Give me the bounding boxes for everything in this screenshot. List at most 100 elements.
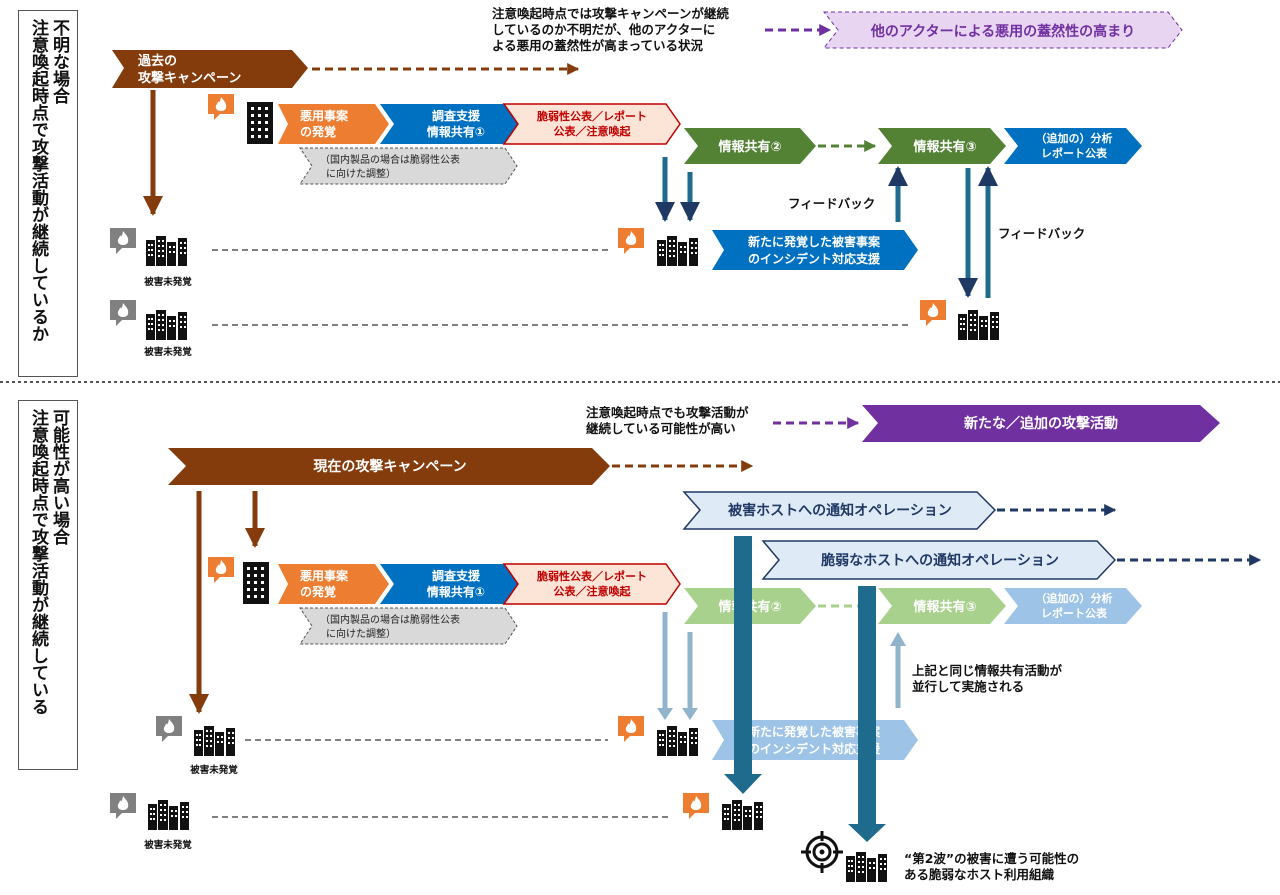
undiscovered-label-1: 被害未発覚 [144, 277, 192, 288]
second-wave-line1: “第2波”の被害に遭う可能性の [904, 851, 1080, 866]
past-campaign-banner [112, 50, 308, 88]
orange-flame-icon [618, 716, 644, 742]
upper-section-label-line2: 不明な場合 [49, 19, 69, 104]
tower-building-icon [243, 562, 269, 604]
vuln-disclosure-text2: 公表／注意喚起 [554, 584, 632, 598]
gray-flame-icon [110, 228, 136, 254]
feedback-label-2: フィードバック [998, 226, 1086, 241]
speech-flame-icon [208, 94, 234, 120]
building-icon [657, 726, 698, 756]
discovery-chevron [278, 104, 389, 144]
new-attack-banner-text: 新たな／追加の攻撃活動 [964, 415, 1118, 432]
analysis-text1: （追加の）分析 [1036, 131, 1113, 145]
new-victim-text2: のインシデント対応支援 [748, 251, 881, 266]
vuln-disclosure-chevron [502, 563, 681, 605]
orange-flame-icon [920, 300, 946, 326]
building-icon [657, 236, 698, 266]
domestic-note-text2: に向けた調整） [326, 627, 396, 640]
new-victim-text1: 新たに発覚した被害事案 [748, 234, 881, 249]
other-actor-banner-text: 他のアクターによる悪用の蓋然性の高まり [870, 23, 1135, 40]
lower-situation-note: 注意喚起時点でも攻撃活動が 継続している可能性が高い [586, 405, 749, 437]
investigation-chevron [380, 564, 519, 604]
upper-note-line2: しているのか不明だが、他のアクターに [492, 22, 716, 37]
share2-text: 情報共有② [718, 139, 781, 155]
vuln-notify-banner [761, 540, 1117, 580]
undiscovered-label-4: 被害未発覚 [144, 840, 192, 851]
analysis-chevron [1004, 128, 1142, 164]
parallel-note: 上記と同じ情報共有活動が 並行して実施される [912, 663, 1062, 695]
lower-section-label-line2: 可能性が高い場合 [49, 409, 69, 545]
building-icon [846, 852, 887, 882]
vuln-disclosure-text1: 脆弱性公表／レポート [536, 569, 647, 583]
lower-note-line2: 継続している可能性が高い [586, 421, 736, 436]
undiscovered-label-3: 被害未発覚 [190, 765, 238, 776]
investigation-text2: 情報共有① [427, 124, 485, 139]
share3-text: 情報共有③ [913, 599, 976, 615]
domestic-note-box [299, 607, 518, 645]
discovery-text2: の発覚 [300, 124, 336, 139]
new-attack-banner [862, 405, 1220, 442]
past-campaign-text2: 攻撃キャンペーン [138, 70, 241, 86]
speech-flame-icon [208, 557, 234, 583]
vuln-notify-text: 脆弱なホストへの通知オペレーション [820, 552, 1059, 569]
domestic-note-text2: に向けた調整） [326, 167, 396, 180]
gray-flame-icon [156, 716, 182, 742]
upper-section-label: 注意喚起時点で攻撃活動が継続しているか 不明な場合 [18, 10, 78, 377]
orange-flame-icon [618, 228, 644, 254]
lower-note-line1: 注意喚起時点でも攻撃活動が [586, 405, 749, 420]
building-icon [194, 726, 235, 756]
lower-section-label-line1: 注意喚起時点で攻撃活動が継続している [28, 409, 48, 715]
orange-flame-icon [683, 793, 709, 819]
past-campaign-text1: 過去の [137, 53, 177, 69]
victim-notify-banner [682, 491, 997, 530]
victim-notify-text: 被害ホストへの通知オペレーション [728, 502, 952, 519]
building-icon [722, 800, 763, 830]
share3-chevron [878, 128, 1006, 164]
second-wave-note: “第2波”の被害に遭う可能性の ある脆弱なホスト利用組織 [904, 851, 1079, 883]
investigation-text1: 調査支援 [432, 108, 481, 123]
domestic-note-text1: （国内製品の場合は脆弱性公表 [320, 153, 460, 166]
current-campaign-text: 現在の攻撃キャンペーン [313, 458, 466, 475]
building-icon [146, 236, 187, 266]
undiscovered-label-2: 被害未発覚 [144, 347, 192, 358]
tower-building-icon [247, 102, 273, 144]
share2-chevron [684, 128, 816, 164]
second-wave-line2: ある脆弱なホスト利用組織 [904, 867, 1055, 882]
vuln-disclosure-text1: 脆弱性公表／レポート [536, 109, 647, 123]
analysis-chevron [1004, 588, 1142, 624]
upper-note-line3: よる悪用の蓋然性が高まっている状況 [492, 38, 704, 53]
new-victim-text1: 新たに発覚した被害事案 [748, 724, 881, 739]
discovery-text1: 悪用事案 [300, 108, 349, 123]
building-icon [958, 310, 999, 340]
building-icon [148, 800, 189, 830]
analysis-text2: レポート公表 [1041, 146, 1108, 160]
analysis-text2: レポート公表 [1041, 606, 1108, 620]
victim-notify-down-arrow [724, 774, 762, 794]
upper-section-label-line1: 注意喚起時点で攻撃活動が継続しているか [28, 19, 48, 342]
gray-flame-icon [110, 300, 136, 326]
target-icon [801, 831, 843, 873]
vuln-disclosure-chevron [502, 103, 681, 145]
discovery-text1: 悪用事案 [300, 568, 349, 583]
lower-section-label: 注意喚起時点で攻撃活動が継続している 可能性が高い場合 [18, 400, 78, 770]
building-icon [146, 310, 187, 340]
vuln-disclosure-text2: 公表／注意喚起 [554, 124, 632, 138]
vuln-notify-down-arrow [848, 824, 886, 842]
analysis-text1: （追加の）分析 [1036, 591, 1113, 605]
gray-flame-icon [110, 793, 136, 819]
domestic-note-text1: （国内製品の場合は脆弱性公表 [320, 613, 460, 626]
investigation-text2: 情報共有① [427, 584, 485, 599]
domestic-note-box [299, 147, 518, 185]
feedback-label-1: フィードバック [788, 196, 876, 211]
investigation-chevron [380, 104, 519, 144]
parallel-note-line1: 上記と同じ情報共有活動が [912, 663, 1063, 678]
discovery-chevron [278, 564, 389, 604]
current-campaign-banner [168, 448, 610, 485]
upper-situation-note: 注意喚起時点では攻撃キャンペーンが継続 しているのか不明だが、他のアクターに よ… [492, 6, 729, 54]
share3-chevron [878, 588, 1006, 624]
other-actor-banner [822, 11, 1183, 49]
new-victim-text2: のインシデント対応支援 [748, 741, 881, 756]
share3-text: 情報共有③ [913, 139, 976, 155]
upper-note-line1: 注意喚起時点では攻撃キャンペーンが継続 [492, 6, 729, 21]
